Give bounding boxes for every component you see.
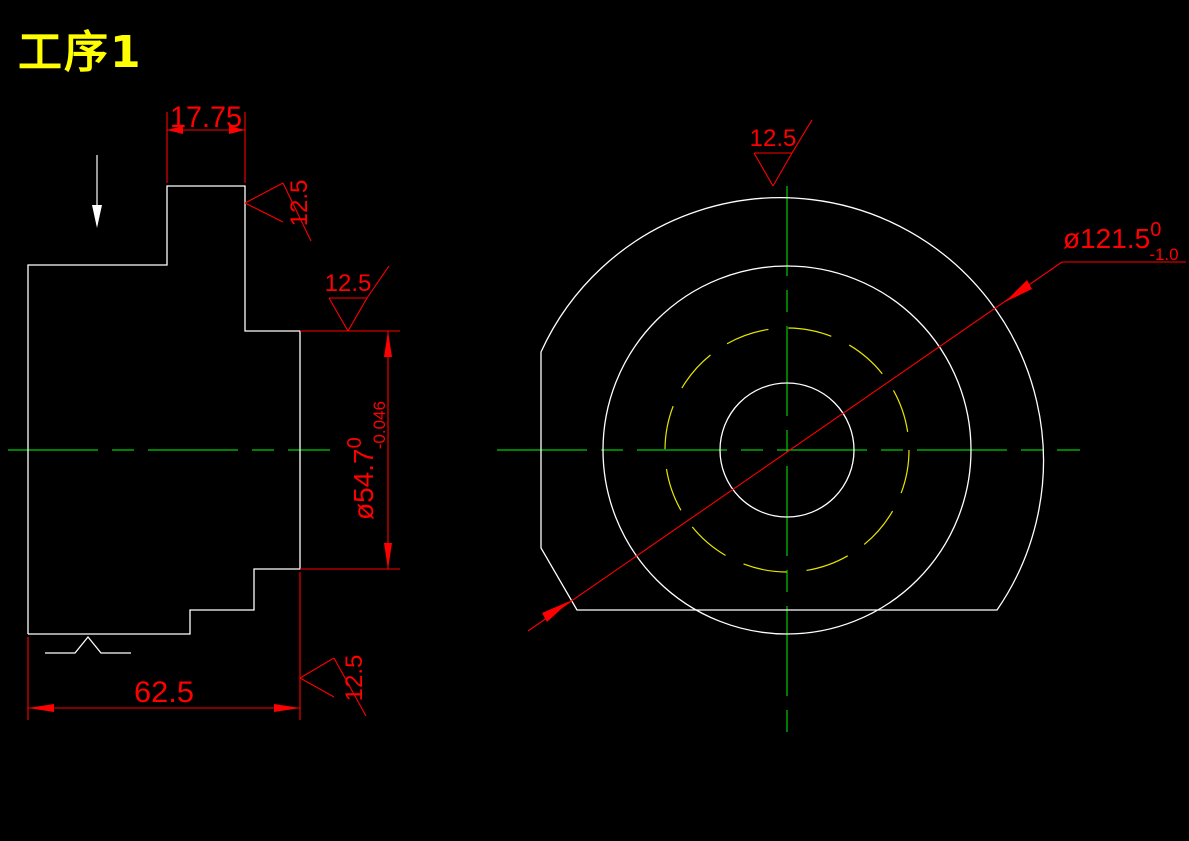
page-title: 工序1 (18, 27, 143, 78)
dim-17-75: 17.75 (166, 101, 246, 183)
roughness-top-label: 12.5 (750, 125, 797, 152)
roughness-1-label: 12.5 (286, 180, 313, 227)
left-view: 17.75 12.5 12.5 ø54.70-0.046 (8, 101, 400, 720)
roughness-symbol-3: 12.5 (299, 655, 368, 717)
roughness-symbol-1: 12.5 (244, 180, 313, 242)
middle-circle (602, 265, 972, 635)
dia-dimension-line (527, 261, 1063, 632)
hidden-circle (664, 327, 910, 573)
clamping-arrow-icon (92, 155, 102, 228)
right-view: 12.5 ø121.50-1.0 (497, 119, 1186, 742)
dim-dia-121-5: ø121.50-1.0 (527, 219, 1186, 632)
roughness-3-label: 12.5 (341, 655, 368, 702)
dim-17-75-label: 17.75 (170, 101, 242, 134)
roughness-2-label: 12.5 (325, 270, 372, 297)
left-part-outline (27, 185, 301, 635)
dim-dia-54-7-label: ø54.70-0.046 (344, 401, 389, 520)
dim-62-5: 62.5 (27, 572, 301, 720)
bore-circle (719, 382, 855, 518)
dim-dia-54-7: ø54.70-0.046 (300, 330, 400, 570)
roughness-symbol-top: 12.5 (750, 119, 813, 187)
dim-dia-121-5-label: ø121.50-1.0 (1063, 219, 1179, 264)
roughness-symbol-2: 12.5 (325, 265, 390, 332)
dim-62-5-label: 62.5 (134, 676, 194, 709)
outer-profile (540, 197, 1045, 611)
clamp-symbol (45, 635, 131, 654)
